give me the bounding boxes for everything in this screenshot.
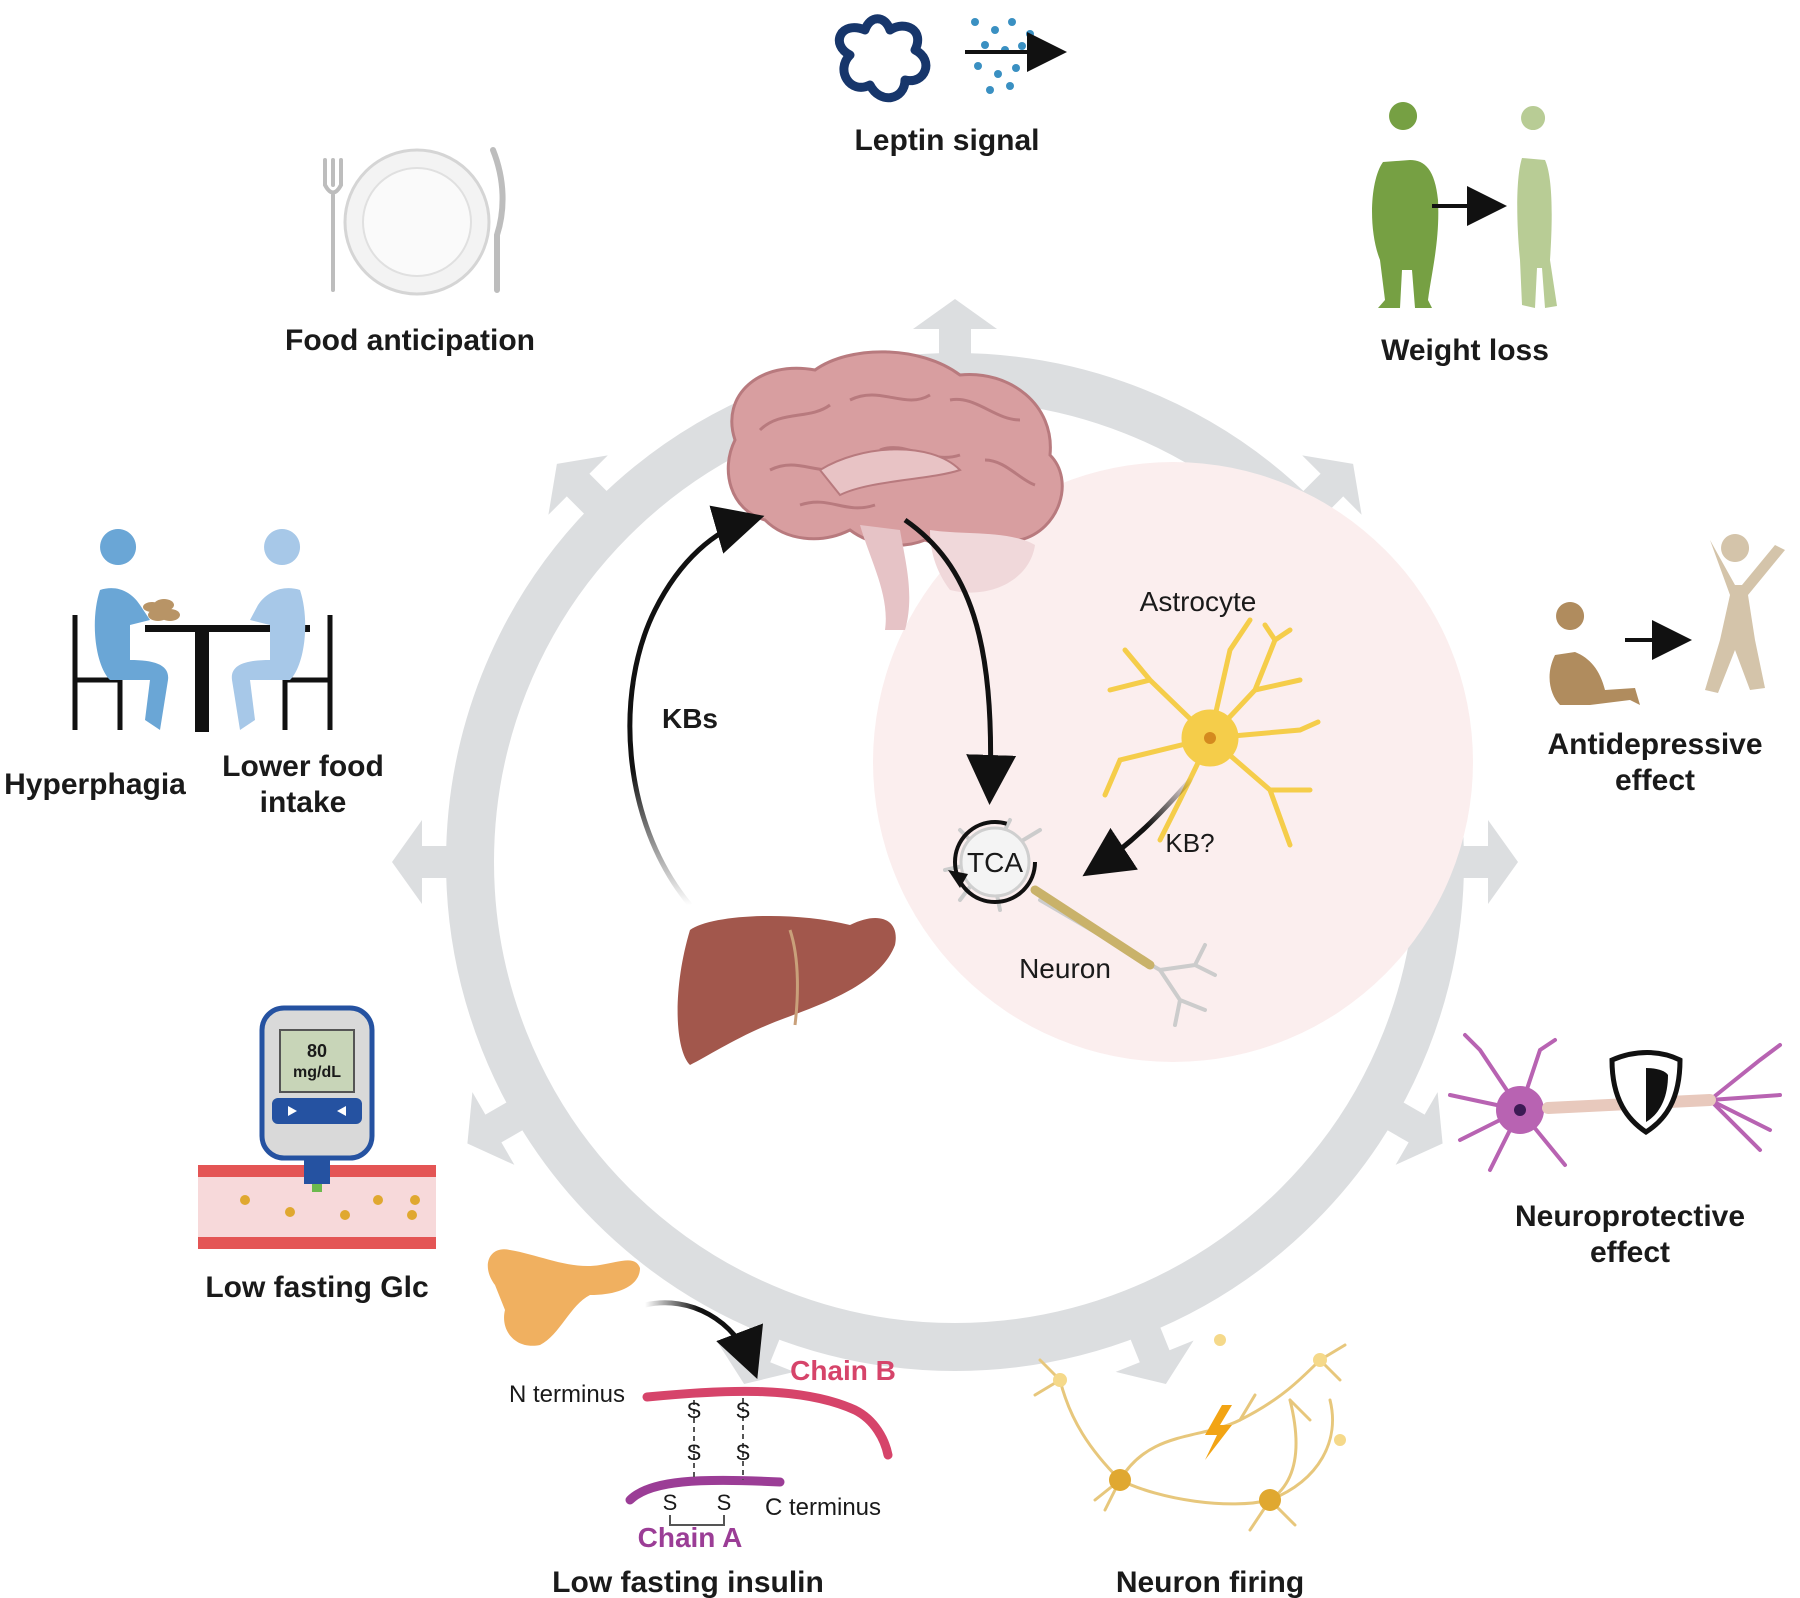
kb-question-label: KB?: [1165, 828, 1214, 858]
kb-question-arrow: [1082, 776, 1194, 877]
neuroprotective-label-2: effect: [1590, 1236, 1670, 1269]
ring-arrowhead: [548, 455, 610, 517]
sulfur-1: S: [687, 1398, 702, 1423]
lower-food-intake-label-2: intake: [260, 786, 347, 819]
food-anticipation-label: Food anticipation: [285, 324, 535, 357]
brain-illustration: [726, 350, 1064, 630]
antidepressive-label-2: effect: [1615, 764, 1695, 797]
kbs-arrow: [627, 505, 765, 907]
ring-arrowhead: [913, 299, 997, 357]
eating-people-icon: [72, 529, 333, 732]
neuroprotective-label-1: Neuroprotective: [1515, 1200, 1745, 1233]
glucometer-reading-unit: mg/dL: [293, 1064, 341, 1081]
sulfur-5: S: [663, 1490, 678, 1515]
weight-loss-icon: [1372, 102, 1557, 308]
sulfur-6: S: [717, 1490, 732, 1515]
neuroprotective-icon: [1448, 1033, 1782, 1172]
ring-arrowhead: [392, 820, 450, 904]
sulfur-4: S: [736, 1440, 751, 1465]
chain-a-label: Chain A: [638, 1522, 743, 1553]
sulfur-2: S: [687, 1440, 702, 1465]
leptin-icon: [834, 14, 1067, 103]
ring-arrowhead: [1115, 1324, 1194, 1384]
tca-label: TCA: [967, 847, 1023, 878]
neuron-firing-icon: [1033, 1334, 1347, 1532]
ring-arrowhead: [467, 1092, 526, 1165]
pancreas-to-insulin-arrow: [644, 1300, 763, 1380]
astrocyte-illustration: [1102, 617, 1321, 848]
sulfur-3: S: [736, 1398, 751, 1423]
liver-illustration: [677, 915, 896, 1065]
neuron-illustration: TCA: [943, 818, 1217, 1027]
brain-to-tca-arrow: [903, 517, 1017, 805]
low-fasting-insulin-label: Low fasting insulin: [552, 1566, 824, 1598]
neuron-firing-label: Neuron firing: [1116, 1566, 1304, 1598]
c-terminus-label: C terminus: [765, 1494, 881, 1521]
antidepressive-label-1: Antidepressive: [1547, 728, 1762, 761]
hyperphagia-label: Hyperphagia: [4, 768, 186, 801]
pancreas-icon: [487, 1249, 640, 1346]
kbs-label: KBs: [662, 703, 718, 734]
ring-arrowhead: [1384, 1092, 1443, 1165]
astrocyte-label: Astrocyte: [1140, 586, 1257, 617]
weight-loss-label: Weight loss: [1381, 334, 1549, 367]
food-anticipation-icon: [323, 147, 506, 296]
neuron-label: Neuron: [1019, 953, 1111, 984]
glucometer-reading-value: 80: [307, 1041, 327, 1061]
low-fasting-glc-label: Low fasting Glc: [205, 1271, 428, 1304]
n-terminus-label: N terminus: [509, 1381, 625, 1408]
glucometer-icon: 80 mg/dL: [198, 1005, 436, 1249]
leptin-signal-label: Leptin signal: [854, 124, 1039, 157]
lower-food-intake-label-1: Lower food: [222, 750, 384, 783]
antidepressive-icon: [1549, 534, 1785, 705]
chain-b-label: Chain B: [790, 1355, 896, 1386]
insulin-structure: S S S S S S: [625, 1386, 893, 1526]
ring-arrowhead: [1460, 820, 1518, 904]
zoom-circle: [873, 462, 1473, 1062]
